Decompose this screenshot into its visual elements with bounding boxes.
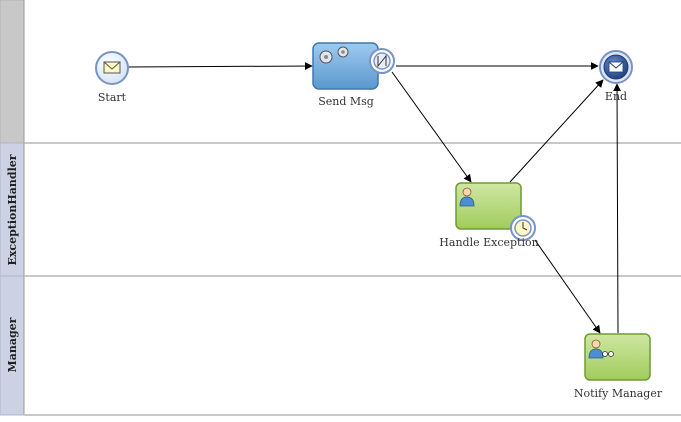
flow-handle-exception-to-end[interactable]	[509, 79, 604, 183]
gears-icon	[319, 46, 349, 64]
clock-icon[interactable]	[510, 215, 536, 241]
lane-manager-label: Manager	[6, 317, 19, 372]
handle-exception-task-box	[455, 182, 522, 230]
envelope-icon	[103, 61, 121, 74]
lane-exceptionhandler-header	[0, 142, 25, 277]
end-event[interactable]: End	[599, 50, 633, 103]
flow-handle-exception-to-notify-manager[interactable]	[534, 239, 601, 334]
lane-1-header	[0, 0, 25, 144]
lane-exceptionhandler-label: ExceptionHandler	[6, 154, 19, 265]
lane-1[interactable]	[0, 0, 681, 144]
send-msg-task-label: Send Msg	[318, 95, 374, 108]
flow-send-msg-to-handle-exception[interactable]	[391, 71, 472, 183]
notify-manager-task-label: Notify Manager	[574, 387, 663, 400]
user-review-icon	[588, 339, 614, 359]
notify-manager-task[interactable]: Notify Manager	[574, 333, 663, 400]
start-event[interactable]: Start	[95, 51, 129, 104]
envelope-filled-icon	[608, 61, 624, 73]
send-msg-task[interactable]: Send Msg	[312, 42, 395, 108]
flow-notify-manager-to-end[interactable]	[613, 83, 622, 334]
flow-start-to-send-msg[interactable]	[127, 62, 313, 71]
handle-exception-task[interactable]: Handle Exception	[439, 182, 539, 249]
notify-manager-task-box	[584, 333, 651, 381]
sequence-flows	[127, 62, 622, 334]
end-event-label: End	[605, 90, 627, 103]
start-event-label: Start	[98, 91, 127, 104]
lane-exceptionhandler[interactable]: ExceptionHandler	[0, 142, 681, 277]
handle-exception-task-label: Handle Exception	[439, 236, 538, 249]
user-icon	[459, 187, 475, 207]
error-icon[interactable]	[369, 48, 395, 74]
lane-manager[interactable]: Manager	[0, 275, 681, 416]
